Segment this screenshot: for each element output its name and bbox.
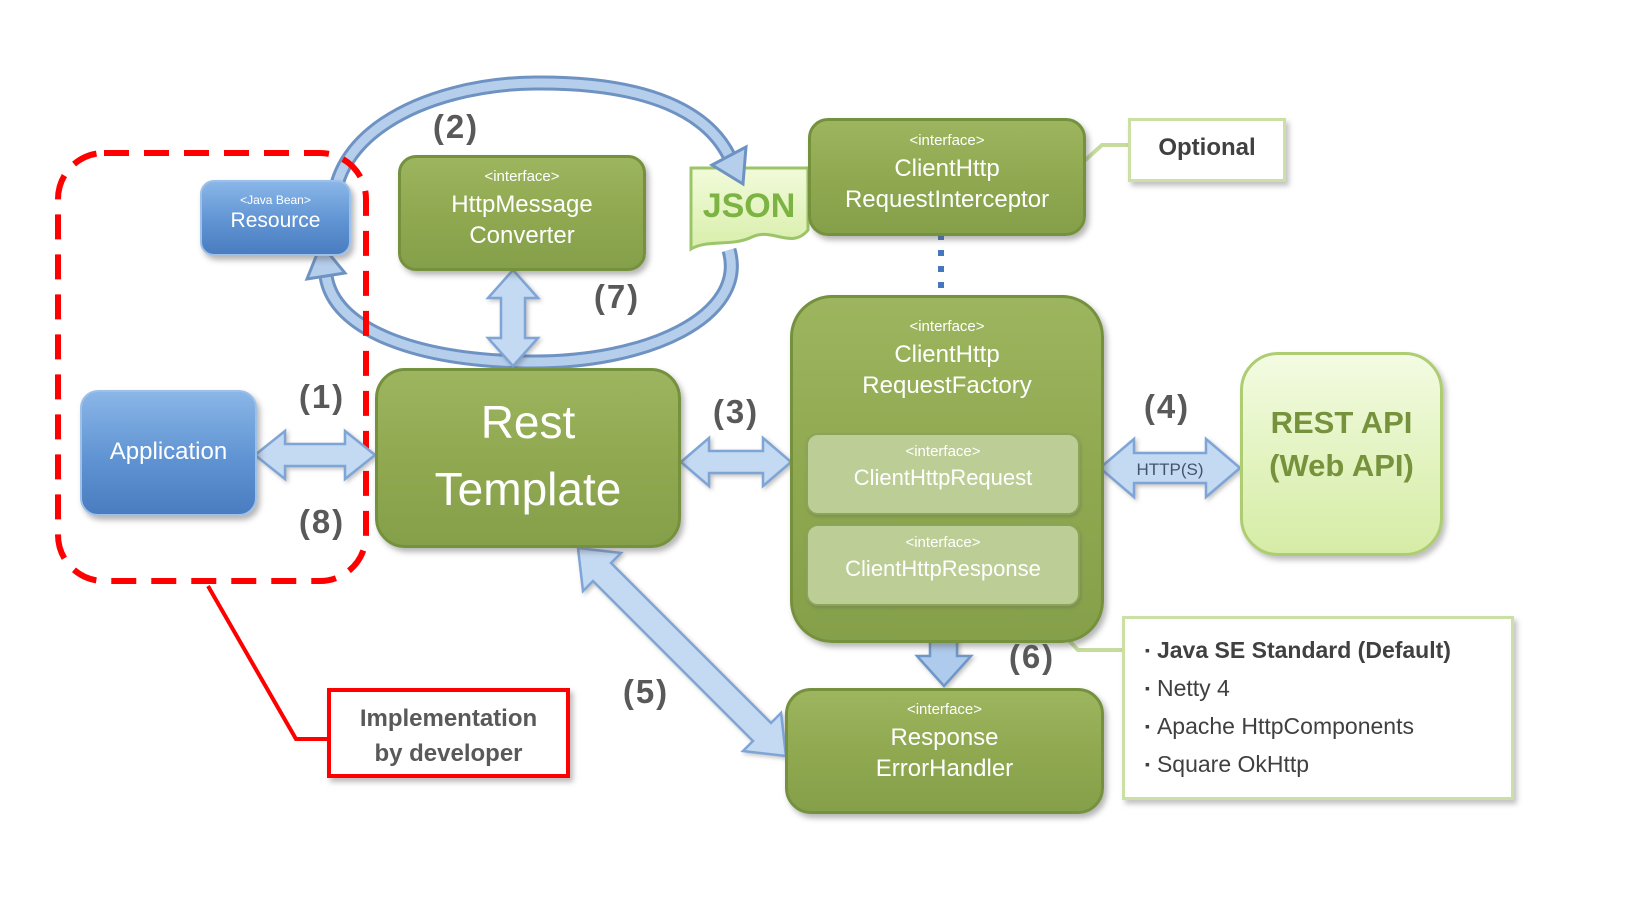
resource-box: <Java Bean> Resource: [200, 180, 351, 256]
converter-line2: Converter: [469, 222, 575, 250]
implementation-callout-line: [206, 585, 330, 741]
response-label: ClientHttpResponse: [845, 555, 1041, 581]
step-3-label: (3): [712, 393, 760, 430]
factory-line2: RequestFactory: [862, 372, 1032, 400]
https-label: HTTP(S): [1136, 460, 1203, 479]
rest-template-line2: Template: [434, 462, 622, 515]
step-6-label: (6): [1008, 638, 1056, 675]
application-label: Application: [109, 438, 228, 465]
factory-stereotype: <interface>: [909, 318, 985, 335]
implementation-line1: Implementation: [359, 705, 538, 732]
application-box: Application: [80, 390, 257, 516]
factory-option-item: ▪Java SE Standard (Default): [1145, 637, 1451, 663]
interceptor-stereotype: <interface>: [909, 132, 985, 149]
client-http-request-interceptor-box: <interface> ClientHttp RequestIntercepto…: [808, 118, 1086, 236]
factory-line1: ClientHttp: [894, 340, 1000, 368]
rest-api-line1: REST API: [1270, 405, 1413, 440]
step-1-label: (1): [298, 378, 346, 415]
cycle-arrowhead-to-resource: [304, 241, 348, 281]
rest-api-box: REST API (Web API): [1240, 352, 1443, 556]
arrow-resttemplate-factory: [679, 435, 793, 489]
response-stereotype: <interface>: [905, 534, 981, 551]
client-http-response-box: <interface> ClientHttpResponse: [806, 524, 1080, 606]
rest-api-line2: (Web API): [1269, 448, 1414, 484]
step-4-label: (4): [1143, 388, 1191, 425]
errorhandler-line2: ErrorHandler: [875, 755, 1014, 783]
json-document-icon: JSON: [689, 166, 810, 252]
factory-option-item: ▪Netty 4: [1145, 675, 1230, 701]
optional-note: Optional: [1128, 118, 1286, 182]
bullet-icon: ▪: [1145, 642, 1150, 658]
bullet-icon: ▪: [1145, 756, 1150, 772]
step-2-label: (2): [432, 108, 480, 145]
arrow-application-resttemplate: [252, 428, 378, 482]
request-label: ClientHttpRequest: [853, 464, 1033, 490]
interceptor-line2: RequestInterceptor: [844, 186, 1050, 214]
optional-label: Optional: [1158, 134, 1256, 161]
factory-options-list: ▪Java SE Standard (Default) ▪Netty 4 ▪Ap…: [1145, 631, 1511, 783]
json-label: JSON: [703, 187, 796, 225]
resource-stereotype: <Java Bean>: [240, 193, 311, 207]
client-http-request-box: <interface> ClientHttpRequest: [806, 433, 1080, 515]
factory-option-item: ▪Apache HttpComponents: [1145, 713, 1414, 739]
cycle-arrow-bottom: [304, 241, 739, 370]
request-stereotype: <interface>: [905, 443, 981, 460]
resource-label: Resource: [230, 209, 321, 232]
converter-stereotype: <interface>: [484, 168, 560, 185]
converter-line1: HttpMessage: [451, 190, 593, 218]
interceptor-line1: ClientHttp: [894, 154, 1000, 182]
step-7-label: (7): [593, 278, 641, 315]
rest-template-box: Rest Template: [375, 368, 681, 548]
http-message-converter-box: <interface> HttpMessage Converter: [398, 155, 646, 271]
factory-options-note: ▪Java SE Standard (Default) ▪Netty 4 ▪Ap…: [1122, 616, 1514, 800]
errorhandler-stereotype: <interface>: [906, 701, 983, 718]
bullet-icon: ▪: [1145, 680, 1150, 696]
factory-option-item: ▪Square OkHttp: [1145, 751, 1310, 777]
response-error-handler-box: <interface> Response ErrorHandler: [785, 688, 1104, 814]
errorhandler-line1: Response: [890, 723, 999, 751]
rest-template-line1: Rest: [480, 396, 576, 448]
developer-boundary-dashed: [55, 150, 369, 584]
cycle-arrowhead-to-json: [708, 144, 748, 187]
step-5-label: (5): [622, 673, 670, 710]
implementation-line2: by developer: [374, 739, 523, 767]
arrow-converter-resttemplate: [485, 268, 541, 368]
step-8-label: (8): [298, 503, 346, 540]
bullet-icon: ▪: [1145, 718, 1150, 734]
implementation-note: Implementation by developer: [327, 688, 570, 778]
arrow-resttemplate-errorhandler: [576, 546, 788, 758]
